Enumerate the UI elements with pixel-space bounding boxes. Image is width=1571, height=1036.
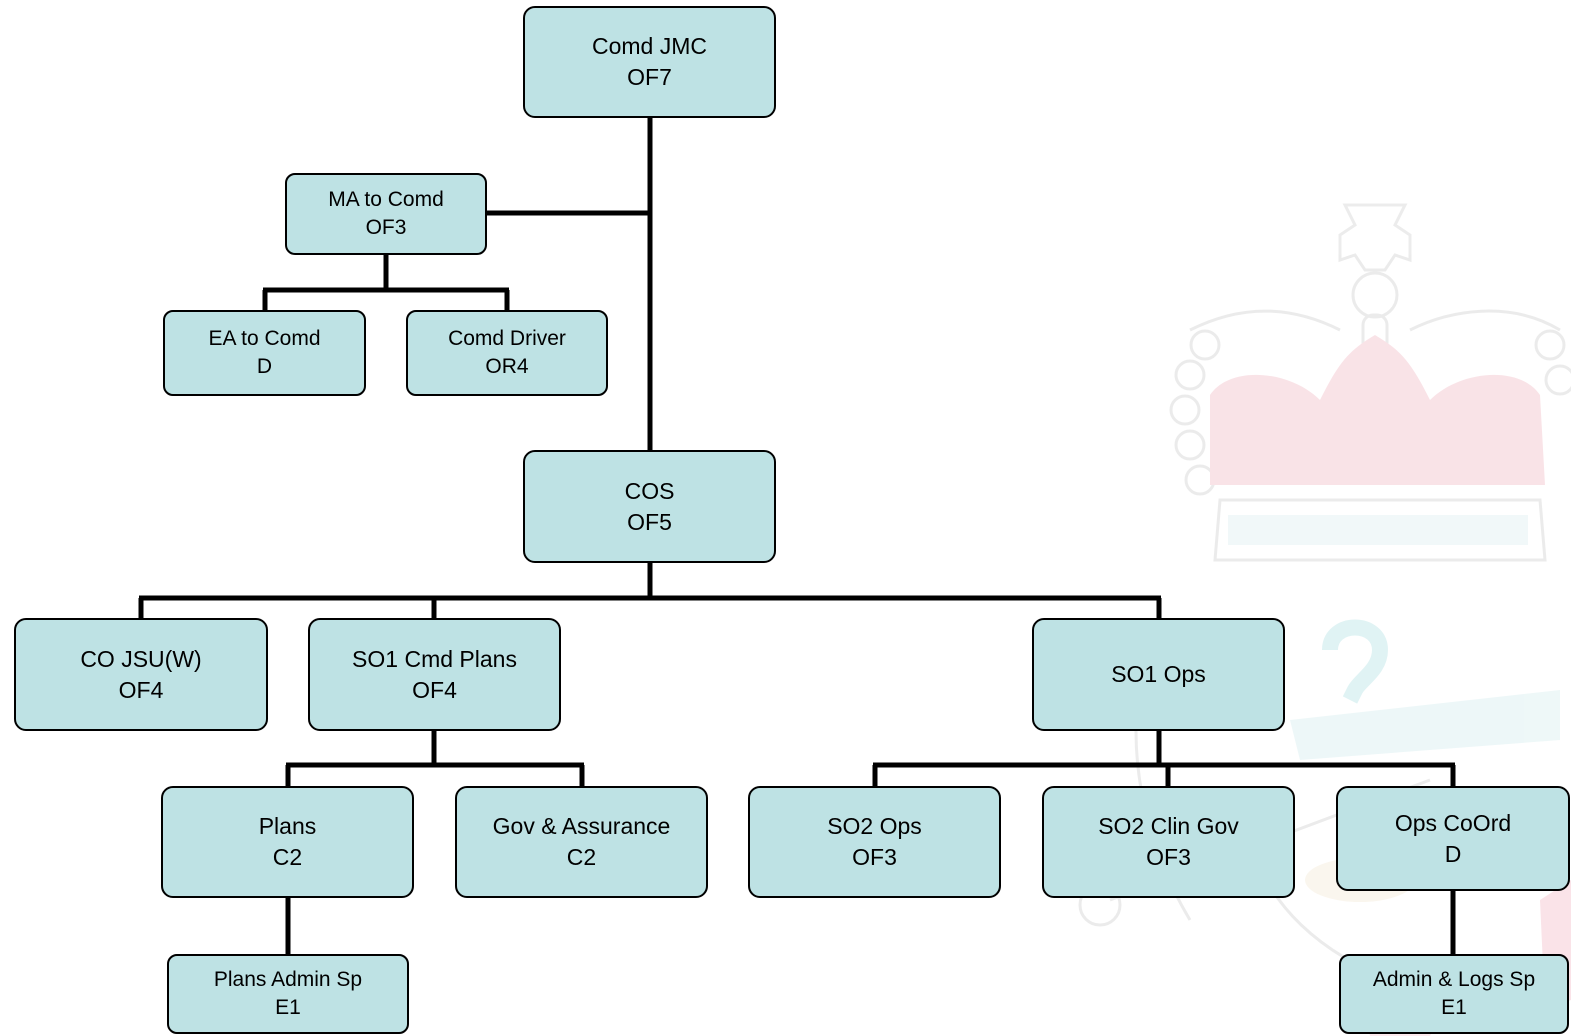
node-co-jsu: CO JSU(W) OF4 [14,618,268,731]
node-grade: D [256,355,273,378]
node-grade: OR4 [485,355,529,378]
node-title: Ops CoOrd [1394,809,1512,836]
node-title: Plans Admin Sp [213,968,363,991]
node-gov-assurance: Gov & Assurance C2 [455,786,708,898]
node-grade: C2 [566,844,597,870]
node-title: EA to Comd [208,327,321,350]
node-comd-driver: Comd Driver OR4 [406,310,608,396]
node-title: Comd JMC [591,33,707,59]
node-title: COS [624,477,675,504]
node-title: MA to Comd [328,188,444,211]
node-grade: C2 [272,844,303,870]
node-title: SO1 Cmd Plans [352,645,517,672]
connector-lines [138,117,1456,954]
node-ma-to-comd: MA to Comd OF3 [285,173,487,255]
node-title: Plans [258,813,317,839]
node-title: CO JSU(W) [80,645,202,672]
node-grade: E1 [1441,996,1467,1019]
node-grade: E1 [275,996,301,1019]
node-so2-ops: SO2 Ops OF3 [748,786,1001,898]
node-so1-ops: SO1 Ops [1032,618,1285,731]
node-title: Comd Driver [448,327,566,350]
node-plans-admin-sp: Plans Admin Sp E1 [167,954,409,1034]
node-grade: OF4 [118,676,164,703]
node-title: SO1 Ops [1111,661,1206,687]
node-grade: OF7 [627,64,672,90]
node-title: Gov & Assurance [492,813,671,839]
node-ea-to-comd: EA to Comd D [163,310,366,396]
node-grade: OF3 [852,844,897,870]
node-ops-coord: Ops CoOrd D [1336,786,1570,891]
node-so2-clin-gov: SO2 Clin Gov OF3 [1042,786,1295,898]
node-grade: OF4 [412,676,457,703]
node-admin-logs-sp: Admin & Logs Sp E1 [1339,954,1569,1034]
node-grade: D [1444,840,1462,867]
node-comd-jmc: Comd JMC OF7 [523,6,776,118]
node-title: SO2 Ops [827,813,922,839]
node-title: Admin & Logs Sp [1372,968,1536,991]
node-grade: OF3 [365,216,407,239]
node-plans: Plans C2 [161,786,414,898]
node-cos: COS OF5 [523,450,776,563]
node-grade: OF3 [1146,844,1191,870]
node-grade: OF5 [627,508,672,535]
node-title: SO2 Clin Gov [1098,813,1239,839]
node-so1-cmd-plans: SO1 Cmd Plans OF4 [308,618,561,731]
